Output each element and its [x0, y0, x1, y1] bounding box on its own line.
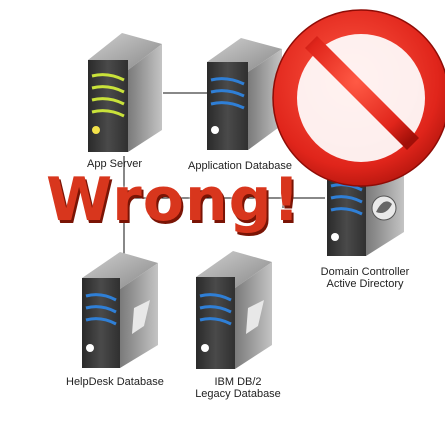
domain-controller-subtitle: Active Directory [326, 278, 404, 290]
app-server-label: App Server [87, 158, 143, 170]
ibm-db2-subtitle: Legacy Database [195, 388, 281, 400]
helpdesk-database-server-icon [82, 252, 158, 368]
app-server-icon [88, 33, 162, 152]
helpdesk-database-label: HelpDesk Database [66, 376, 164, 388]
ibm-db2-server-icon [196, 251, 272, 369]
connection-lines [123, 92, 325, 256]
application-database-label: Application Database [188, 160, 292, 172]
ibm-db2-label: IBM DB/2 Legacy Database [183, 376, 293, 400]
application-database-server-icon [207, 38, 282, 150]
wrong-stamp-text: Wrong! [46, 165, 301, 235]
ibm-db2-name: IBM DB/2 [214, 376, 262, 388]
domain-controller-label: Domain Controller Active Directory [310, 266, 420, 290]
no-entry-sign-icon [272, 9, 445, 187]
domain-controller-name: Domain Controller [320, 266, 410, 278]
